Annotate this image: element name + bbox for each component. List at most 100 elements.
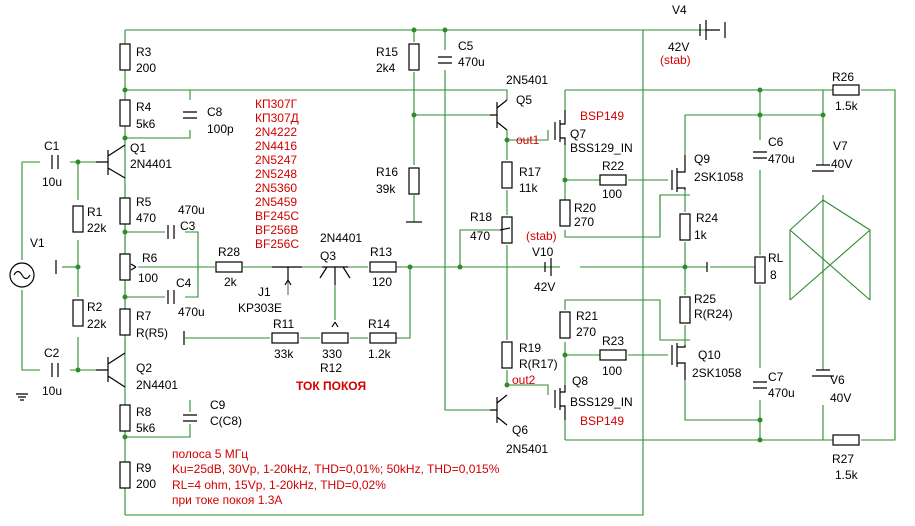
label-c4-name: C4 [176, 276, 192, 290]
label-r18-name: R18 [470, 210, 492, 224]
net-label-stab: (stab) [526, 229, 557, 243]
resistor-r2 [72, 299, 84, 327]
resistor-rl [754, 256, 766, 284]
label-r22-name: R22 [602, 159, 624, 173]
label-v1-name: V1 [30, 236, 45, 250]
jfet-alt-item: КП307Д [255, 111, 299, 125]
label-r13-value: 120 [372, 275, 392, 289]
label-r17-name: R17 [519, 165, 541, 179]
label-c2-value: 10u [42, 384, 62, 398]
label-q10-value: 2SK1058 [692, 366, 742, 380]
resistor-r15 [408, 43, 420, 71]
label-r9-value: 200 [136, 477, 156, 491]
resistor-r6 [119, 253, 131, 281]
label-v4-name: V4 [672, 3, 687, 17]
label-r1-name: R1 [87, 205, 103, 219]
label-r27-value: 1.5k [835, 468, 859, 482]
label-r23-value: 100 [602, 364, 622, 378]
label-r17-value: 11k [519, 181, 538, 195]
label-r21-value: 270 [576, 325, 596, 339]
highlight-labels: BSP149 BSP149 out1 out2 (stab) КП307Г КП… [255, 97, 624, 428]
label-r15-name: R15 [376, 45, 398, 59]
capacitors [51, 56, 767, 438]
label-r2-name: R2 [87, 300, 103, 314]
label-v10-value: 42V [534, 280, 555, 294]
sources [9, 20, 834, 401]
label-c5-name: C5 [458, 39, 474, 53]
label-r13-name: R13 [370, 245, 392, 259]
label-r6-value: 100 [138, 271, 158, 285]
resistor-r3 [119, 43, 131, 71]
label-r20-value: 270 [574, 215, 594, 229]
label-c8-name: C8 [207, 105, 223, 119]
label-r1-value: 22k [87, 221, 107, 235]
label-q9-value: 2SK1058 [694, 170, 744, 184]
label-r8-value: 5k6 [136, 421, 156, 435]
capacitor-c2 [51, 363, 59, 377]
transistor-q8 [554, 385, 566, 420]
jfet-alt-item: 2N5247 [255, 153, 297, 167]
label-q3-value: 2N4401 [320, 231, 362, 245]
label-c8-value: 100p [207, 122, 234, 136]
transistor-q9 [671, 155, 686, 192]
resistor-r8 [119, 404, 131, 432]
label-j1-name: J1 [258, 285, 271, 299]
resistor-r17 [501, 161, 513, 189]
label-v4-note: (stab) [660, 53, 691, 67]
label-q7-name: Q7 [570, 127, 586, 141]
label-rl-name: RL [768, 251, 784, 265]
label-r16-name: R16 [376, 165, 398, 179]
label-r16-value: 39k [376, 182, 396, 196]
label-c7-name: C7 [768, 370, 784, 384]
jfet-alt-item: BF245C [255, 209, 299, 223]
battery-v10 [544, 258, 708, 276]
jfet-alt-item: 2N4416 [255, 139, 297, 153]
label-r24-name: R24 [696, 211, 718, 225]
resistor-r16 [408, 167, 420, 195]
resistor-r1 [72, 205, 84, 233]
label-q1-value: 2N4401 [130, 157, 172, 171]
junctions [75, 27, 826, 443]
transistors [96, 99, 686, 426]
transistor-q10 [671, 343, 686, 380]
label-r27-name: R27 [832, 452, 854, 466]
jfet-alt-item: 2N5459 [255, 195, 297, 209]
label-c9-value: C(C8) [210, 414, 242, 428]
net-label-out1: out1 [516, 133, 540, 147]
label-c5-value: 470u [458, 55, 485, 69]
label-c9-name: C9 [210, 398, 226, 412]
label-c3-value: 470u [178, 203, 205, 217]
label-q10-name: Q10 [698, 348, 721, 362]
resistor-r19 [501, 341, 513, 369]
resistor-r7 [119, 308, 131, 336]
label-c7-value: 470u [768, 386, 795, 400]
label-q6-name: Q6 [512, 423, 528, 437]
label-r12-value: 330 [322, 347, 342, 361]
note-line: при токе покоя 1.3A [172, 493, 282, 507]
note-line: Ku=25dB, 30Vp, 1-20kHz, THD=0,01%; 50kHz… [172, 462, 500, 476]
label-c2-name: C2 [44, 346, 60, 360]
label-c4-value: 470u [178, 305, 205, 319]
transistor-q6 [490, 394, 508, 426]
label-r28-name: R28 [218, 245, 240, 259]
jfet-alt-item: BF256C [255, 237, 299, 251]
label-r14-value: 1.2k [368, 347, 392, 361]
label-r23-name: R23 [602, 334, 624, 348]
label-r12-name: R12 [320, 361, 342, 375]
transistor-q5 [490, 99, 508, 131]
label-c6-value: 470u [768, 152, 795, 166]
label-r5-value: 470 [136, 211, 156, 225]
label-r9-name: R9 [136, 461, 152, 475]
label-r11-value: 33k [274, 347, 294, 361]
performance-notes: полоса 5 МГц Ku=25dB, 30Vp, 1-20kHz, THD… [172, 447, 500, 507]
label-r7-name: R7 [136, 309, 152, 323]
capacitor-c9 [125, 400, 197, 438]
label-v6-value: 40V [830, 391, 851, 405]
label-c1-name: C1 [44, 139, 60, 153]
jfet-alt-item: КП307Г [255, 97, 298, 111]
label-q7-alt: BSP149 [580, 109, 624, 123]
resistor-r25 [679, 296, 691, 324]
transistor-j1 [272, 266, 302, 286]
resistor-r9 [119, 461, 131, 489]
